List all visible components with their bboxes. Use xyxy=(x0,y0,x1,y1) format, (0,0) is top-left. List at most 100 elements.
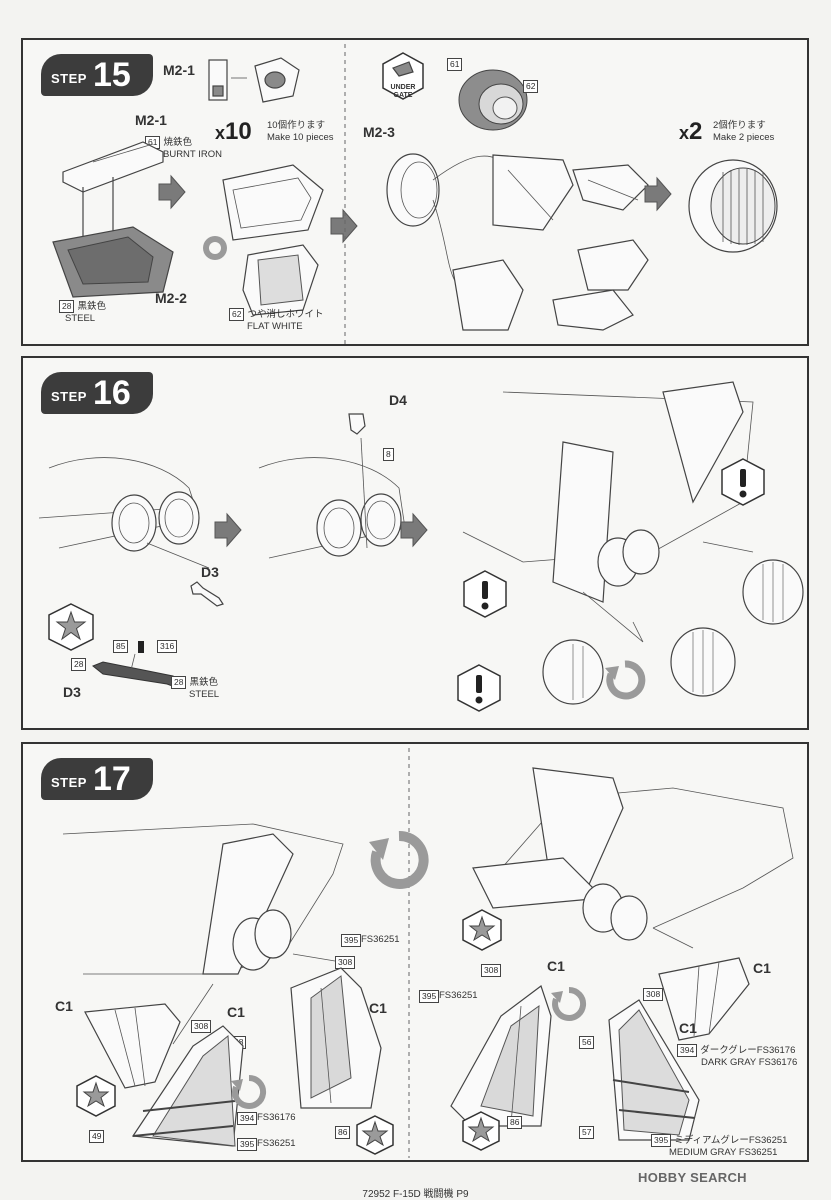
step-16-panel: STEP 16 D3 D4 8 xyxy=(21,356,809,730)
color-fs36251: FS36251 xyxy=(439,990,478,1001)
color-name-en: DARK GRAY FS36176 xyxy=(701,1057,798,1068)
part-label-c1-c: C1 xyxy=(369,1000,387,1016)
step-number: 15 xyxy=(92,55,131,94)
part-label-m2-1-top: M2-1 xyxy=(163,62,195,78)
next-arrow-icon xyxy=(158,174,186,210)
star-decal-icon xyxy=(462,909,502,951)
tag-56: 56 xyxy=(579,1036,595,1049)
rotate-icon xyxy=(369,830,429,889)
part-label-c1-a: C1 xyxy=(55,998,73,1014)
step-number: 16 xyxy=(92,373,131,412)
tag-85: 85 xyxy=(113,640,129,653)
color-code: 62 xyxy=(229,308,245,321)
rudder-illustration-right xyxy=(608,999,700,1141)
step-number: 17 xyxy=(92,759,131,798)
color-fs36251: FS36251 xyxy=(257,1138,296,1149)
warning-icon xyxy=(463,570,507,618)
color-name-en: STEEL xyxy=(189,689,220,700)
watermark: HOBBY SEARCH xyxy=(638,1170,747,1185)
left-tail-assembly-illustration xyxy=(62,823,354,1045)
c1-part-illustration xyxy=(84,1003,181,1089)
sprue-illustration xyxy=(208,57,300,103)
exhaust-part-illustration xyxy=(203,164,324,316)
color-name-jp: 黒鉄色 xyxy=(77,301,106,312)
tag-316: 316 xyxy=(157,640,178,653)
make-jp: 2個作ります xyxy=(713,120,766,131)
tag-394: 394 xyxy=(237,1112,258,1125)
color-swatch xyxy=(138,641,144,653)
rotate-icon xyxy=(551,986,587,1021)
make-jp: 10個作ります xyxy=(267,120,326,131)
tag-62: 62 xyxy=(523,80,539,93)
mult-value: 2 xyxy=(689,118,703,145)
c1-part-illustration-right xyxy=(658,957,750,1041)
right-tail-assembly-illustration xyxy=(472,767,794,949)
color-code: 395 xyxy=(651,1134,672,1147)
part-label-m2-1: M2-1 xyxy=(135,112,167,128)
step-16-badge: STEP 16 xyxy=(41,372,153,414)
divider xyxy=(408,748,410,1158)
under-gate-text: UNDER GATE xyxy=(385,84,421,100)
under-gate-icon xyxy=(382,52,424,100)
tag-395: 395 xyxy=(419,990,440,1003)
d3-part-illustration xyxy=(190,581,224,607)
d4-part-illustration xyxy=(348,413,366,435)
tag-8: 8 xyxy=(383,448,394,461)
divider xyxy=(344,44,346,344)
tag-49: 49 xyxy=(89,1130,105,1143)
step-word: STEP xyxy=(51,774,87,790)
next-arrow-icon xyxy=(214,512,242,548)
step-17-badge: STEP 17 xyxy=(41,758,153,800)
color-name-en: FLAT WHITE xyxy=(247,321,303,332)
part-label-c1-f: C1 xyxy=(679,1020,697,1036)
star-decal-icon xyxy=(462,1111,500,1151)
step-17-panel: STEP 17 C1 C1 308 48 394 FS36176 395 FS3… xyxy=(21,742,809,1162)
color-name-jp: 焼鉄色 xyxy=(163,137,192,148)
color-name-jp: ミディアムグレーFS36251 xyxy=(674,1135,788,1146)
watermark-text: HOBBY SEARCH xyxy=(638,1170,747,1185)
part-label-d3-a: D3 xyxy=(201,564,219,580)
quantity-x10: x10 xyxy=(215,118,252,146)
tag-308: 308 xyxy=(335,956,356,969)
part-label-d3-b: D3 xyxy=(63,684,81,700)
star-decal-icon xyxy=(356,1115,394,1155)
tag-308: 308 xyxy=(481,964,502,977)
color-name-jp: ダークグレーFS36176 xyxy=(700,1045,796,1056)
make-en: Make 10 pieces xyxy=(267,132,334,143)
warning-icon xyxy=(457,664,501,712)
rotate-icon xyxy=(605,660,646,700)
finished-nozzle-illustration xyxy=(688,159,778,253)
star-decal-icon xyxy=(76,1075,116,1117)
color-code: 394 xyxy=(677,1044,698,1057)
next-arrow-icon xyxy=(400,512,428,548)
tag-86: 86 xyxy=(507,1116,523,1129)
warning-icon xyxy=(721,458,765,506)
quantity-x2: x2 xyxy=(679,118,702,146)
rotate-icon xyxy=(231,1074,267,1109)
fuselage-tail-assembly-illustration xyxy=(462,381,804,705)
part-label-d4: D4 xyxy=(389,392,407,408)
under-gate-line2: GATE xyxy=(393,92,413,99)
under-gate-line1: UNDER xyxy=(390,84,416,91)
frame-part-illustration xyxy=(52,141,174,298)
tag-28: 28 xyxy=(71,658,87,671)
color-fs36251: FS36251 xyxy=(361,934,400,945)
color-code: 28 xyxy=(59,300,75,313)
tag-57: 57 xyxy=(579,1126,595,1139)
vertical-tail-illustration-left xyxy=(290,967,382,1109)
star-decal-icon xyxy=(48,603,94,651)
vertical-tail-illustration-right xyxy=(450,985,552,1127)
color-name-jp: つや消しホワイト xyxy=(247,309,324,320)
step-15-badge: STEP 15 xyxy=(41,54,153,96)
color-name-en: STEEL xyxy=(65,313,96,324)
color-name-en: BURNT IRON xyxy=(163,149,222,160)
tag-308: 308 xyxy=(643,988,664,1001)
rudder-illustration-left xyxy=(131,1025,244,1147)
part-label-c1-e: C1 xyxy=(547,958,565,974)
